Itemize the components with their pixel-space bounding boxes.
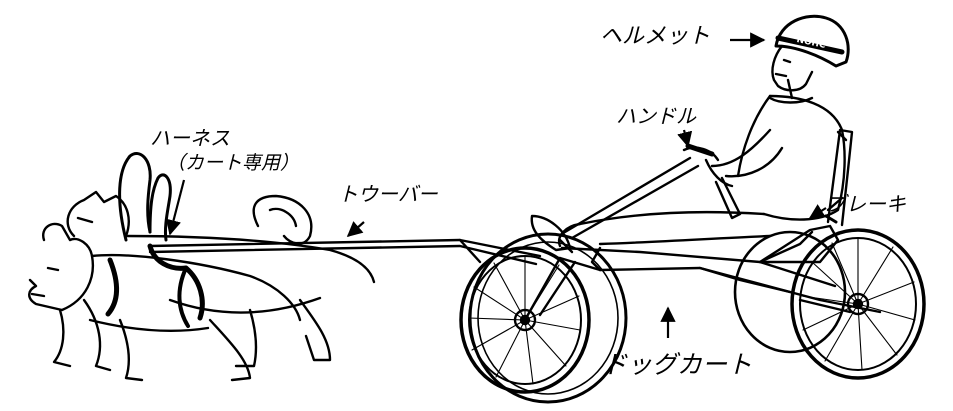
dog-rear <box>66 190 376 368</box>
tow-bar-label: トウーバー <box>338 182 438 206</box>
tow-bar <box>148 238 542 266</box>
dog-cart-label: ドッグカート <box>602 350 753 379</box>
harness-note-label: （カート専用） <box>166 152 300 174</box>
helmet <box>774 14 850 68</box>
rider-head <box>771 44 814 92</box>
front-wheel <box>459 246 591 394</box>
brake-label: ブレーキ <box>826 192 906 216</box>
rider <box>530 78 846 252</box>
cart-frame <box>523 230 882 322</box>
handle-label: ハンドル <box>616 104 696 128</box>
label-arrows <box>166 32 827 338</box>
dog-front <box>28 222 302 382</box>
helmet-label: ヘルメット <box>600 24 711 49</box>
harness <box>105 152 205 328</box>
steering-column <box>558 156 700 254</box>
harness-label: ハーネス <box>150 126 230 150</box>
